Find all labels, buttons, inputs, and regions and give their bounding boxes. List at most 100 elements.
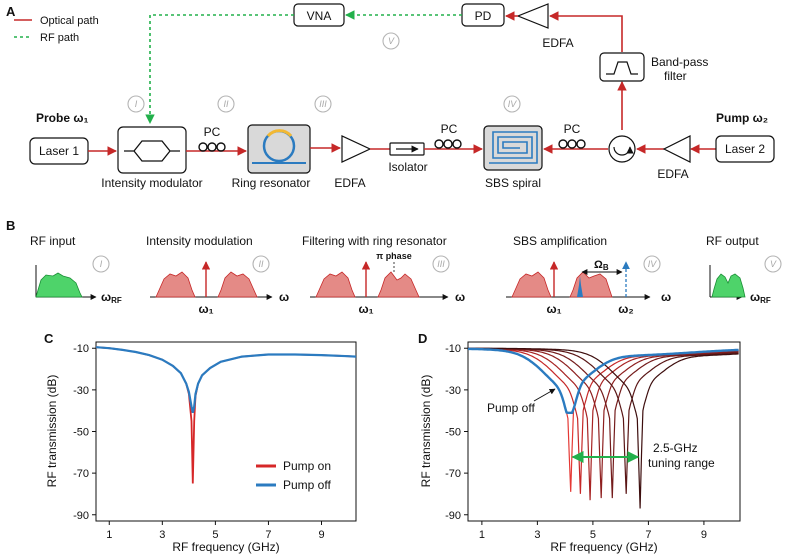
pc3-label: PC [564, 122, 581, 136]
series-pump-off-line [96, 346, 356, 414]
b2-w1-label: ω₁ [198, 302, 213, 316]
b1-axis-label: ωRF [101, 290, 122, 305]
mach-zehnder-icon [124, 140, 180, 162]
roman-marker-5: V [382, 32, 400, 50]
laser2-label: Laser 2 [725, 142, 765, 156]
roman-marker-b4: IV [643, 255, 661, 273]
svg-text:III: III [437, 259, 445, 269]
b4-w1-label: ω₁ [546, 302, 561, 316]
panel-a: A Optical path RF path VNA PD EDFA Band-… [6, 3, 775, 190]
chart-d-tuning-label-2: tuning range [648, 456, 715, 470]
panel-b: B RF input Intensity modulation Filterin… [6, 218, 782, 316]
bandpass-label-1: Band-pass [651, 55, 708, 69]
y-tick-label: -10 [445, 343, 461, 355]
x-tick-label: 9 [318, 529, 324, 541]
svg-text:II: II [223, 99, 229, 109]
x-tick-label: 3 [534, 529, 540, 541]
b1-spectrum [35, 272, 83, 298]
optical-filter-to-edfa [549, 11, 623, 52]
b4-axis-label: ω [661, 290, 671, 304]
svg-text:V: V [770, 259, 777, 269]
b4-w2-label: ω₂ [618, 302, 633, 316]
x-tick-label: 5 [212, 529, 218, 541]
svg-text:I: I [100, 259, 103, 269]
b-title-sbs: SBS amplification [513, 234, 607, 248]
x-tick-label: 7 [645, 529, 651, 541]
y-tick-label: -70 [445, 468, 461, 480]
roman-marker-4: IV [503, 95, 521, 113]
ring-resonator-box [247, 124, 311, 174]
chart-c-legend: Pump on Pump off [256, 459, 331, 492]
chart-d-pump-off-annotation: Pump off [487, 401, 535, 415]
b2-lower-sideband [155, 271, 196, 298]
b-title-filtering: Filtering with ring resonator [302, 234, 447, 248]
chart-d-xlabel: RF frequency (GHz) [550, 540, 657, 554]
pd-label: PD [475, 9, 492, 23]
x-tick-label: 5 [590, 529, 596, 541]
intensity-modulator-label: Intensity modulator [101, 176, 202, 190]
pc2-coil-icon [434, 139, 462, 149]
legend-optical-label: Optical path [40, 15, 99, 27]
laser1-label: Laser 1 [39, 144, 79, 158]
pc3-coil-icon [558, 139, 586, 149]
series-pump-off-line [468, 347, 739, 414]
pc1-label: PC [204, 125, 221, 139]
chart-c-frame [95, 341, 357, 522]
y-tick-label: -50 [445, 427, 461, 439]
chart-d-ticks: 1 3 5 7 9 -10 -30 -50 -70 -90 [445, 343, 707, 541]
svg-text:V: V [388, 36, 395, 46]
roman-marker-b2: II [252, 255, 270, 273]
circulator-arrow-icon [613, 146, 634, 156]
b4-brillouin-gain [577, 276, 583, 297]
pc1-coil-icon [198, 142, 226, 152]
svg-text:II: II [258, 259, 264, 269]
isolator-label: Isolator [388, 160, 427, 174]
b3-pi-phase-label: π phase [376, 251, 411, 261]
roman-marker-2: II [217, 95, 235, 113]
legend-pump-off-label: Pump off [283, 478, 331, 492]
panel-c-letter: C [44, 331, 54, 346]
edfa-top-label: EDFA [542, 36, 573, 50]
x-tick-label: 3 [159, 529, 165, 541]
laser2-box [715, 135, 775, 163]
y-tick-label: -90 [445, 510, 461, 522]
b4-lower-sideband [511, 271, 552, 298]
ring-resonator-label: Ring resonator [232, 176, 311, 190]
y-tick-label: -30 [445, 385, 461, 397]
chart-d-series [468, 347, 739, 509]
x-tick-label: 1 [479, 529, 485, 541]
chart-d-ylabel: RF transmission (dB) [419, 375, 433, 488]
vna-label: VNA [307, 9, 332, 23]
b4-omega-b-label: ΩB [594, 259, 609, 272]
chart-c-ylabel: RF transmission (dB) [45, 375, 59, 488]
rf-path-vna-to-modulator [145, 14, 294, 124]
panel-b-letter: B [6, 218, 15, 233]
edfa-top-amplifier-icon [516, 3, 549, 29]
pump-label: Pump ω₂ [716, 111, 768, 125]
edfa-right-label: EDFA [657, 167, 688, 181]
svg-text:IV: IV [648, 259, 658, 269]
b-title-rf-output: RF output [706, 234, 759, 248]
chart-d-pump-off-pointer [533, 388, 556, 402]
probe-label: Probe ω₁ [36, 111, 88, 125]
bandpass-filter-icon [606, 61, 638, 75]
y-tick-label: -70 [73, 468, 89, 480]
b5-spectrum [711, 273, 746, 298]
bandpass-filter-box [599, 52, 645, 82]
legend-rf-label: RF path [40, 32, 79, 44]
roman-marker-1: I [127, 95, 145, 113]
legend-pump-on-label: Pump on [283, 459, 331, 473]
b3-lower-sideband [315, 271, 356, 298]
chart-d-frame [467, 341, 741, 522]
x-tick-label: 9 [701, 529, 707, 541]
b3-axis-label: ω [455, 290, 465, 304]
roman-marker-3: III [314, 95, 332, 113]
roman-marker-b3: III [432, 255, 450, 273]
chart-d-tuning-label-1: 2.5-GHz [653, 441, 698, 455]
svg-text:IV: IV [508, 99, 518, 109]
b-title-rf-input: RF input [30, 234, 76, 248]
chart-c-series [96, 346, 356, 484]
roman-marker-b5: V [764, 255, 782, 273]
